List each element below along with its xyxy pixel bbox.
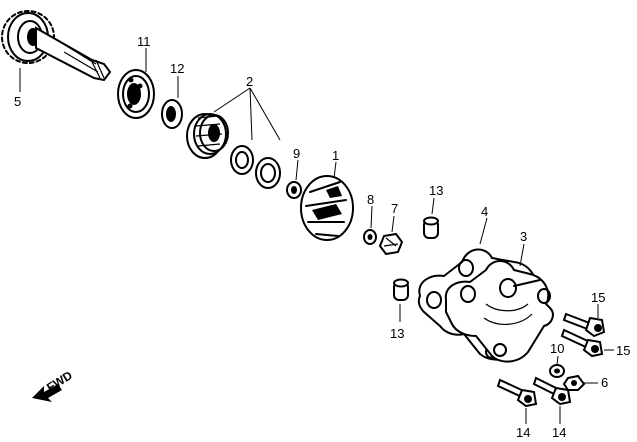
dowel-pin-lower: 13 [390,278,409,341]
bearing: 11 [117,34,155,119]
seal-washer-a [230,145,254,175]
callout-12: 12 [170,61,184,76]
callout-8: 8 [367,192,374,207]
pump-cover: 3 [444,229,554,363]
callout-14-right: 14 [552,425,566,440]
dowel-pin-upper: 13 [423,183,443,239]
forward-direction-indicator: FWD [32,368,75,402]
impeller-nut: 7 [378,201,404,256]
callout-6: 6 [601,375,608,390]
callout-13-upper: 13 [429,183,443,198]
sealing-washer: 10 [549,341,565,378]
callout-13-lower: 13 [390,326,404,341]
callout-10: 10 [550,341,564,356]
small-washer: 8 [363,192,377,245]
shaft-body [35,26,112,82]
drain-bolt: 6 [562,374,608,391]
impeller: 1 [300,148,354,241]
flange-bolt-upper: 15 [562,290,605,338]
callout-9: 9 [293,146,300,161]
bolt-left: 14 [496,378,538,440]
callout-5: 5 [14,94,21,109]
bolt-right: 14 [532,376,572,440]
callout-11: 11 [137,34,151,49]
collar: 12 [161,61,184,129]
mechanical-seal-set: 2 [186,74,281,189]
forward-arrow-icon [32,384,62,402]
callout-2: 2 [246,74,253,89]
callout-1: 1 [332,148,339,163]
pump-shaft-with-gear: 5 [1,10,112,109]
seal-washer-b [255,157,281,189]
callout-7: 7 [391,201,398,216]
washer: 9 [286,146,302,199]
callout-3: 3 [520,229,527,244]
callout-4: 4 [481,204,488,219]
callout-14-left: 14 [516,425,530,440]
seal-body [186,113,229,159]
callout-15-upper: 15 [591,290,605,305]
flange-bolt-lower: 15 [560,328,630,358]
callout-15-lower: 15 [616,343,630,358]
